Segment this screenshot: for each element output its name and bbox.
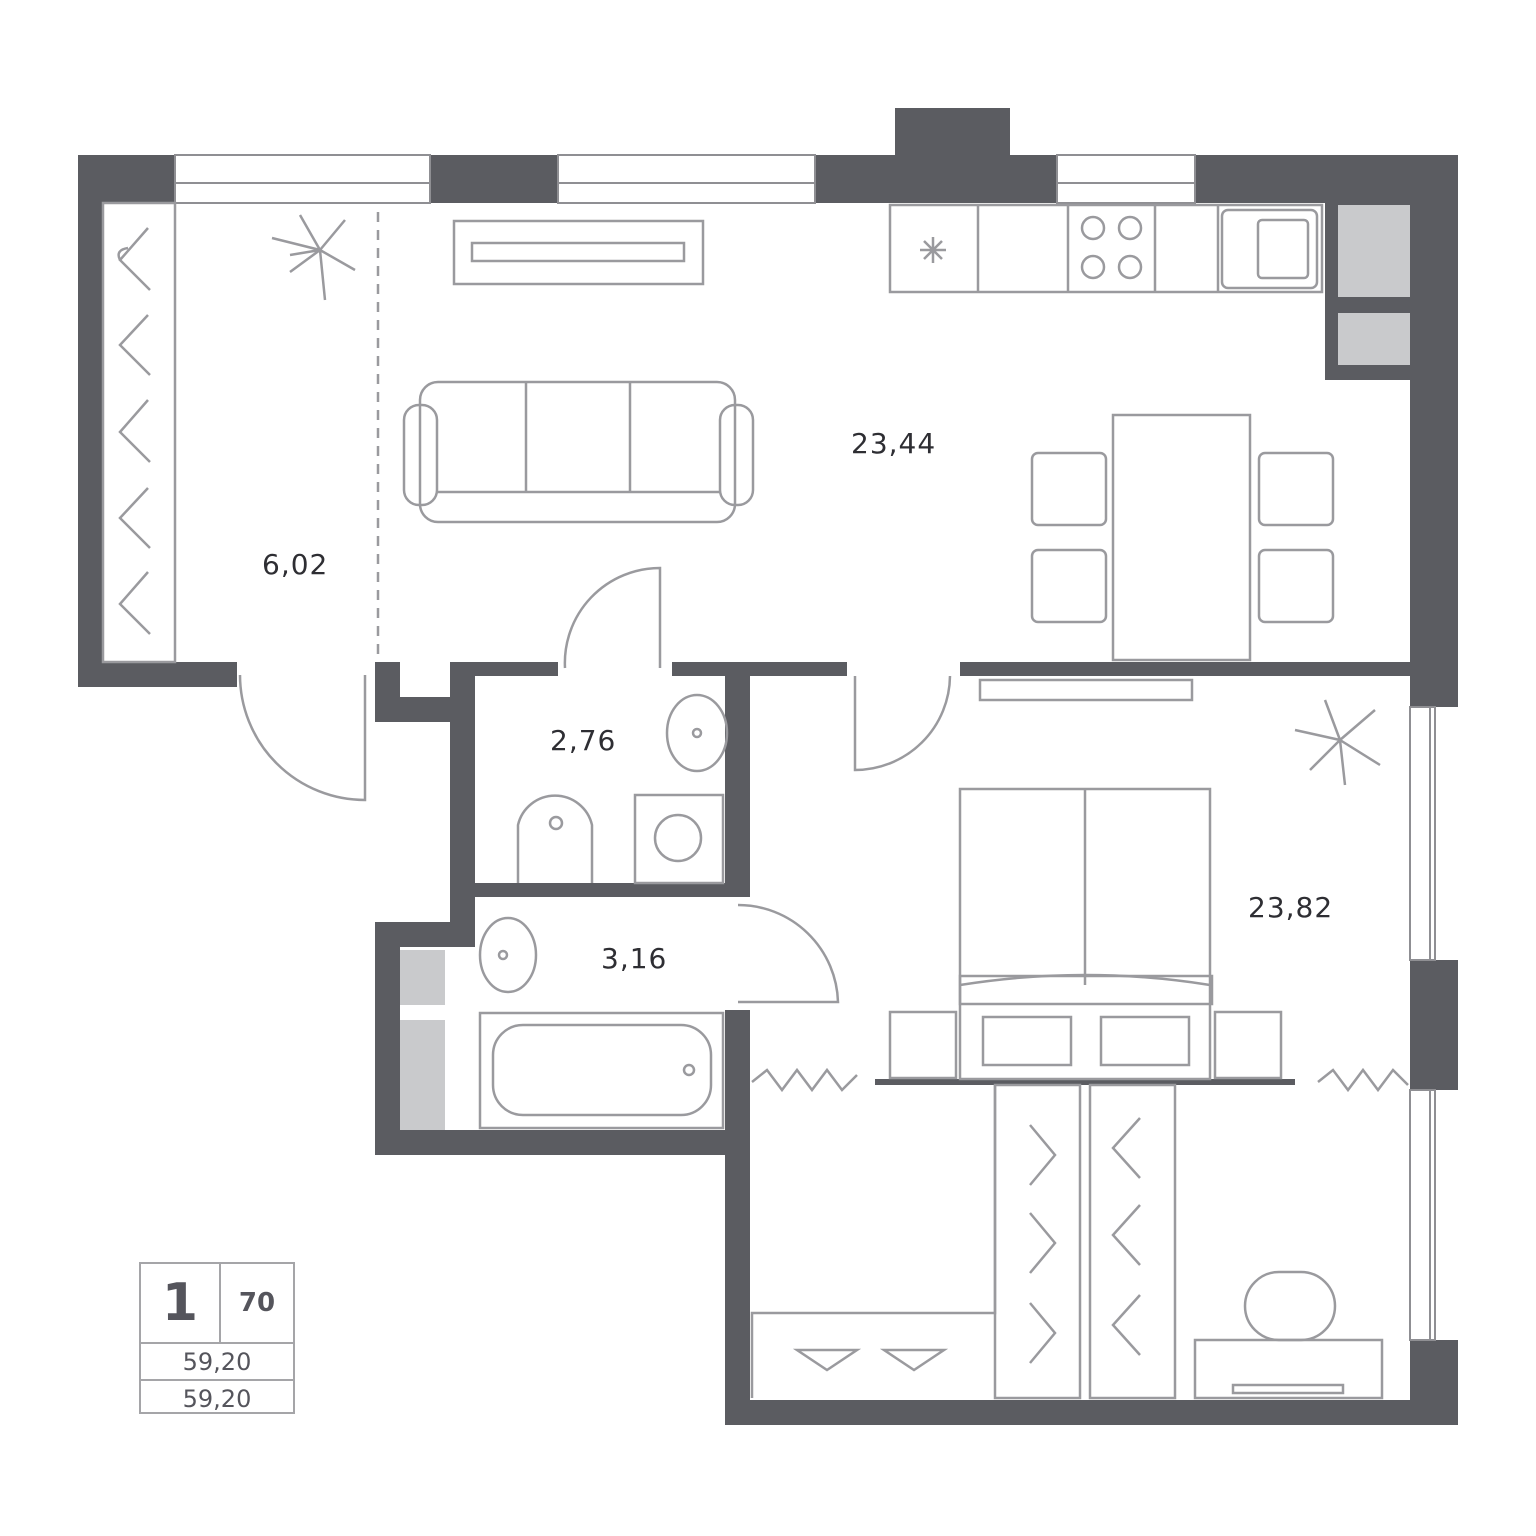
apartment-number: 70 [238,1288,276,1318]
windows [174,154,1436,1341]
area-label-hall: 6,02 [262,548,329,581]
toilet-fixtures [478,693,729,1130]
bed [888,787,1283,1081]
walls [78,108,1458,1425]
total-area: 59,20 [182,1347,252,1376]
apartment-legend: 1 70 59,20 59,20 [139,1262,295,1414]
dining-table [978,413,1335,702]
room-count: 1 [141,1264,221,1342]
area-label-living-kitchen: 23,44 [851,427,937,460]
area-label-bedroom: 23,82 [1248,891,1334,924]
living-area: 59,20 [141,1379,293,1416]
doors [238,212,1409,1093]
shafts [400,205,1410,1130]
bedroom-closets [750,1083,1384,1400]
kitchen [452,203,1324,294]
area-label-toilet: 2,76 [550,724,617,757]
plant-icon [271,214,1381,786]
sofa [402,380,755,524]
wardrobe-hall-closet [101,201,177,664]
area-label-bathroom: 3,16 [601,942,668,975]
